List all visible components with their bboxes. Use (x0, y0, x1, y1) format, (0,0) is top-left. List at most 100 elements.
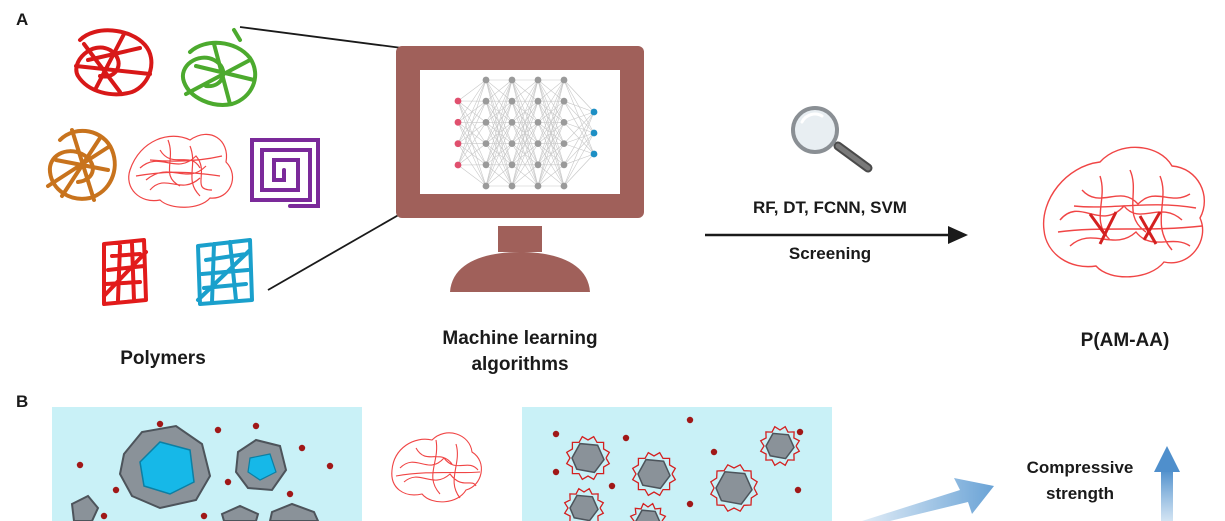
nn-edge (563, 153, 595, 187)
nn-edge (537, 79, 565, 165)
coated-particle (629, 502, 667, 521)
nn-node (482, 140, 490, 148)
coated-particles (563, 425, 801, 521)
red-dots-right (552, 416, 804, 508)
nn-node (560, 161, 568, 169)
result-protein (1042, 146, 1205, 278)
nn-node (560, 182, 568, 190)
polymer-green-coil (180, 28, 258, 107)
nn-edge (511, 79, 539, 187)
nn-node (508, 119, 516, 126)
methods-label: RF, DT, FCNN, SVM (753, 198, 907, 217)
nn-edge (563, 111, 595, 144)
nn-edge (511, 79, 539, 165)
polymer-red-mesh (102, 238, 148, 306)
nn-edge (457, 143, 487, 166)
nn-edge (485, 143, 513, 187)
nn-edge (457, 122, 487, 166)
polymer-red-protein (128, 133, 234, 208)
magnifier-icon (791, 106, 873, 173)
ml-caption-line2: algorithms (471, 354, 569, 375)
nn-edge (563, 111, 595, 123)
nn-edge (563, 79, 595, 113)
nn-edge (563, 111, 595, 187)
nn-node (534, 119, 542, 126)
nn-edge (511, 79, 539, 123)
nn-edge (537, 79, 565, 187)
nn-node (534, 161, 542, 169)
nn-edge (457, 79, 487, 144)
nn-edge (511, 164, 539, 187)
nn-edge (485, 79, 513, 187)
result-caption: P(AM-AA) (1080, 330, 1170, 351)
nn-edge (485, 164, 513, 187)
nn-node (482, 119, 490, 126)
particle-small-group (70, 494, 320, 521)
nn-edge (485, 79, 513, 144)
polymer-purple-spiral (250, 138, 320, 208)
increase-arrow (862, 478, 994, 521)
nn-node (454, 118, 462, 126)
nn-edge (537, 101, 565, 187)
nn-node (454, 161, 462, 169)
nn-edge (537, 122, 565, 187)
neural-network-diagram (454, 76, 598, 190)
coated-particle (759, 425, 801, 467)
coated-particle (565, 435, 611, 481)
coated-particle (631, 451, 677, 497)
nn-node (454, 97, 462, 105)
nn-edge (485, 79, 513, 102)
nn-edge (537, 79, 565, 123)
nn-edge (537, 143, 565, 187)
coated-particle (563, 487, 605, 521)
nn-node (590, 150, 598, 158)
nn-edge (511, 143, 539, 187)
nn-edge (457, 101, 487, 166)
computer-monitor-icon (396, 46, 644, 292)
polymer-orange-coil (46, 128, 117, 202)
nn-edge (563, 100, 595, 113)
polymer-blue-mesh (196, 238, 254, 306)
nn-edge (511, 122, 539, 187)
connector-line-bottom (267, 212, 403, 291)
nn-edge (485, 101, 513, 187)
nn-node (482, 97, 490, 105)
screening-label: Screening (788, 244, 872, 263)
nn-node (454, 140, 462, 148)
red-dots-left (76, 420, 334, 520)
nn-node (508, 161, 516, 169)
ml-caption-line1: Machine learning (442, 328, 598, 349)
nn-node (534, 76, 542, 84)
nn-edge (485, 122, 513, 187)
nn-edge (485, 79, 513, 165)
nn-node (590, 129, 598, 137)
nn-node (560, 97, 568, 105)
middle-protein (391, 432, 482, 503)
panel-a-label: A (16, 10, 29, 29)
particle-medium (234, 438, 288, 492)
nn-node (534, 97, 542, 105)
panel-b-label: B (16, 392, 29, 411)
nn-node (534, 140, 542, 148)
nn-node (508, 76, 516, 84)
connector-line-top (239, 26, 403, 49)
nn-edge (457, 164, 487, 187)
polymer-red-coil (74, 28, 154, 97)
nn-node (508, 182, 516, 190)
nn-node (482, 182, 490, 190)
nn-edge (537, 164, 565, 187)
nn-edge (457, 79, 487, 166)
nn-node (482, 161, 490, 169)
nn-edge (485, 79, 513, 123)
nn-node (482, 76, 490, 84)
nn-edge (563, 132, 595, 187)
nn-node (560, 76, 568, 84)
nn-node (508, 97, 516, 105)
nn-edge (511, 101, 539, 187)
nn-edge (537, 79, 565, 144)
nn-edge (563, 111, 595, 165)
nn-edge (511, 79, 539, 144)
nn-edge (457, 79, 487, 102)
